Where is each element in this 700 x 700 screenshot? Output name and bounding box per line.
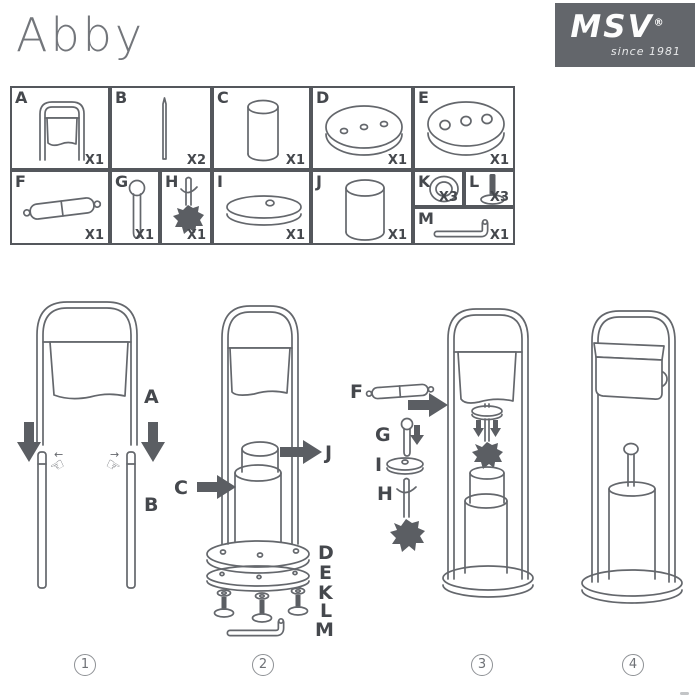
lid-disc-part-icon	[226, 195, 302, 226]
step3-label-i: I	[375, 454, 383, 476]
large-cylinder-part-icon	[345, 179, 385, 241]
step3-label-f: F	[350, 381, 363, 403]
step3-label-h: H	[377, 483, 393, 505]
part-cell-l: L X3	[464, 170, 515, 207]
assembly-step-1: ← ☜ → ☞ A B	[10, 290, 170, 605]
part-id-g: G	[115, 172, 129, 191]
part-qty-i: X1	[285, 228, 305, 243]
push-left-arrow-icon: ←	[54, 448, 64, 461]
brand-name: MSV®	[555, 9, 681, 45]
step2-label-c: C	[174, 477, 188, 499]
allen-key-part-icon	[433, 218, 489, 238]
part-qty-g: X1	[134, 228, 154, 243]
step2-label-k: K	[318, 582, 333, 604]
part-cell-f: F X1	[10, 170, 110, 245]
step-number-2: 2	[252, 654, 274, 676]
part-id-m: M	[418, 209, 434, 228]
assembly-step-2: C J D E K L M	[172, 292, 340, 648]
plate-large-holes-part-icon	[427, 101, 505, 156]
bolt-washer-left	[213, 589, 235, 618]
step1-label-a: A	[144, 386, 159, 408]
part-cell-g: G X1	[110, 170, 160, 245]
bolt-washer-right	[287, 587, 309, 616]
roller-part-icon	[22, 197, 102, 220]
step1-drawing	[17, 301, 165, 589]
brush-part-icon	[173, 176, 204, 234]
bolt-part-icon	[480, 174, 505, 205]
part-cell-b: B X2	[110, 86, 212, 170]
part-id-i: I	[217, 172, 223, 191]
step3-label-g: G	[375, 424, 391, 446]
part-qty-e: X1	[489, 153, 509, 168]
step1-label-b: B	[144, 494, 159, 516]
part-cell-e: E X1	[413, 86, 515, 170]
brand-tagline: since 1981	[610, 45, 681, 58]
part-id-f: F	[15, 172, 26, 191]
step-number-1: 1	[74, 654, 96, 676]
part-id-h: H	[165, 172, 179, 191]
part-id-a: A	[15, 88, 28, 107]
part-qty-k: X3	[438, 190, 458, 205]
part-cell-i: I X1	[212, 170, 311, 245]
push-right-arrow-icon: →	[110, 448, 120, 461]
step4-drawing	[581, 310, 683, 604]
part-qty-d: X1	[387, 153, 407, 168]
frame-part-icon	[39, 101, 85, 161]
part-qty-b: X2	[186, 153, 206, 168]
product-title: Abby	[16, 8, 146, 62]
part-id-c: C	[217, 88, 229, 107]
assembly-step-4	[562, 299, 688, 611]
part-id-d: D	[316, 88, 330, 107]
page-corner-mark	[680, 692, 689, 695]
assembly-step-3: F G I H	[346, 297, 538, 615]
part-id-k: K	[418, 172, 431, 191]
step2-label-l: L	[320, 600, 333, 622]
part-cell-d: D X1	[311, 86, 413, 170]
part-qty-f: X1	[84, 228, 104, 243]
part-id-b: B	[115, 88, 128, 107]
step2-label-m: M	[315, 619, 334, 641]
part-cell-j: J X1	[311, 170, 413, 245]
cylinder-part-icon	[247, 99, 279, 162]
part-cell-k: K X3	[413, 170, 464, 207]
brand-name-text: MSV	[570, 9, 654, 45]
part-qty-l: X3	[489, 190, 509, 205]
step3-drawing	[365, 308, 534, 598]
part-qty-m: X1	[489, 228, 509, 243]
bolt-washer-middle	[251, 592, 273, 623]
step2-label-e: E	[319, 562, 332, 584]
step-number-4: 4	[622, 654, 644, 676]
part-cell-m: M X1	[413, 207, 515, 245]
part-qty-c: X1	[285, 153, 305, 168]
part-qty-j: X1	[387, 228, 407, 243]
part-id-j: J	[316, 172, 322, 191]
part-id-l: L	[469, 172, 480, 191]
registered-mark: ®	[653, 17, 666, 29]
part-cell-a: A X1	[10, 86, 110, 170]
handle-part-icon	[128, 179, 146, 239]
pole-part-icon	[162, 97, 167, 160]
step2-label-j: J	[325, 442, 333, 464]
roller-insert	[365, 383, 435, 400]
plate-small-holes-part-icon	[325, 105, 403, 156]
step2-drawing	[197, 305, 322, 637]
brand-logo: MSV® since 1981	[555, 3, 695, 67]
part-id-e: E	[418, 88, 429, 107]
part-qty-a: X1	[84, 153, 104, 168]
part-cell-c: C X1	[212, 86, 311, 170]
part-cell-h: H X1	[160, 170, 212, 245]
step-number-3: 3	[471, 654, 493, 676]
washer-part-icon	[429, 175, 459, 203]
step2-label-d: D	[318, 542, 334, 564]
part-qty-h: X1	[186, 228, 206, 243]
